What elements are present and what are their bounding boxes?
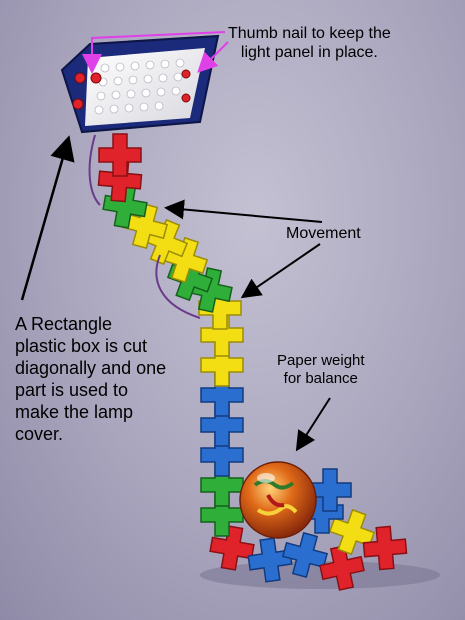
thumb-nail-arrows: [82, 31, 229, 74]
paper-weight-label: Paper weight for balance: [277, 352, 365, 388]
rectangle-box-label-line: diagonally and one: [15, 357, 167, 378]
led-grid: [94, 58, 185, 115]
paper-weight-label-line: for balance: [283, 370, 358, 387]
movement-label: Movement: [286, 225, 361, 242]
thumb-nail-icon: [72, 69, 191, 110]
rectangle-box-label-line: make the lamp: [15, 401, 134, 422]
rectangle-box-label-line: A Rectangle: [15, 314, 113, 334]
thumb-nail-label-line: light panel in place.: [240, 44, 378, 62]
paper-weight-label-line: Paper weight: [277, 352, 365, 369]
rectangle-box-label-line: cover.: [15, 423, 64, 444]
wire: [88, 134, 101, 206]
light-panel-icon: [85, 48, 205, 126]
vertical-column-blocks: [198, 286, 244, 537]
annotation-arrows: [20, 135, 331, 452]
rectangle-box-label-line: part is used to: [15, 379, 129, 400]
wire: [155, 254, 201, 319]
thumb-nail-label-line: Thumb nail to keep the: [228, 25, 391, 42]
lamp-cover: [60, 34, 220, 134]
arm-blocks: [96, 133, 236, 316]
thumb-nail-label: Thumb nail to keep the light panel in pl…: [228, 24, 391, 62]
rectangle-box-label-line: plastic box is cut: [15, 335, 148, 356]
rectangle-box-label: A Rectangle plastic box is cut diagonall…: [15, 314, 166, 446]
marble-paper-weight-icon: [239, 461, 317, 539]
